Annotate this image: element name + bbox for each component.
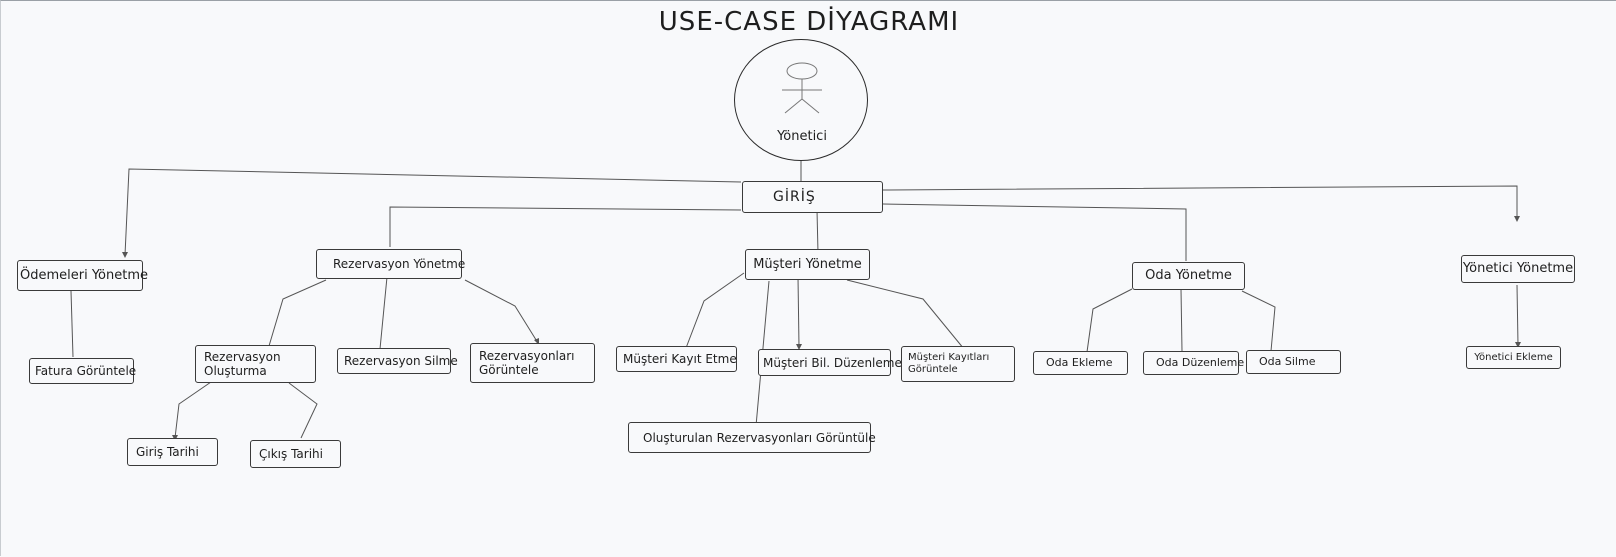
arrow-odemeler — [122, 252, 128, 258]
arrow-yonetici-yonetme — [1514, 216, 1520, 222]
node-rezervasyon-yonetme[interactable]: Rezervasyon Yönetme — [316, 249, 465, 279]
node-rezervasyon-olusturma[interactable]: Rezervasyon Oluşturma — [195, 345, 316, 383]
actor-node[interactable]: Yönetici — [734, 39, 868, 161]
edge-oda-ekleme — [1086, 288, 1133, 353]
edge-giris-musteri — [816, 209, 819, 254]
node-musteri-kayit-etme[interactable]: Müşteri Kayıt Etme — [616, 346, 737, 372]
node-musteri-yonetme[interactable]: Müşteri Yönetme — [745, 249, 870, 280]
node-musteri-bil-duzenleme[interactable]: Müşteri Bil. Düzenleme — [758, 349, 902, 376]
node-cikis-tarihi[interactable]: Çıkış Tarihi — [250, 440, 341, 468]
edge-odemeler-fatura — [70, 290, 74, 358]
edge-oda-silme — [1241, 290, 1276, 352]
edge-musteri-kayit — [685, 272, 745, 349]
edge-yonetici-ekleme — [1516, 284, 1519, 346]
stick-figure-icon — [782, 62, 822, 114]
edge-giris-oda — [882, 203, 1187, 261]
diagram-title: USE-CASE DİYAGRAMI — [658, 7, 960, 37]
edge-musteri-bil — [797, 276, 800, 348]
edge-rez-goruntele — [464, 279, 539, 344]
node-fatura-goruntele[interactable]: Fatura Görüntele — [29, 358, 136, 384]
edge-rez-silme — [379, 276, 388, 350]
node-oda-ekleme[interactable]: Oda Ekleme — [1033, 351, 1128, 375]
node-giris-tarihi[interactable]: Giriş Tarihi — [127, 438, 218, 466]
node-rezervasyon-silme[interactable]: Rezervasyon Silme — [337, 348, 458, 374]
node-yonetici-yonetme[interactable]: Yönetici Yönetme — [1461, 255, 1575, 283]
edge-musteri-kayitlari — [846, 279, 965, 350]
actor-label: Yönetici — [777, 129, 827, 144]
edge-oda-duzenleme — [1180, 288, 1183, 352]
node-oda-yonetme[interactable]: Oda Yönetme — [1132, 262, 1245, 290]
edge-giris-rezervasyon — [389, 206, 742, 247]
edge-rez-olusturma — [268, 279, 327, 347]
node-rezervasyonlari-goruntele[interactable]: Rezervasyonları Görüntele — [470, 343, 595, 383]
node-yonetici-ekleme[interactable]: Yönetici Ekleme — [1466, 346, 1561, 369]
arrow-yonetici-ekleme — [1515, 342, 1521, 348]
edge-giris-odemeler — [124, 168, 742, 256]
node-oda-duzenleme[interactable]: Oda Düzenleme — [1143, 351, 1244, 375]
node-giris[interactable]: GİRİŞ — [742, 181, 883, 213]
arrow-musteri-bil — [796, 344, 802, 350]
node-musteri-kayitlari-goruntele[interactable]: Müşteri Kayıtları Görüntele — [901, 346, 1015, 382]
edge-olusturma-cikis — [288, 382, 318, 439]
node-olusturulan-rezervasyonlari[interactable]: Oluşturulan Rezervasyonları Görüntüle — [628, 422, 876, 453]
edge-olusturma-giris — [174, 381, 212, 439]
edge-giris-yonetici — [882, 185, 1518, 219]
node-odemeler-yonetme[interactable]: Ödemeleri Yönetme — [17, 260, 148, 291]
node-oda-silme[interactable]: Oda Silme — [1246, 350, 1341, 374]
